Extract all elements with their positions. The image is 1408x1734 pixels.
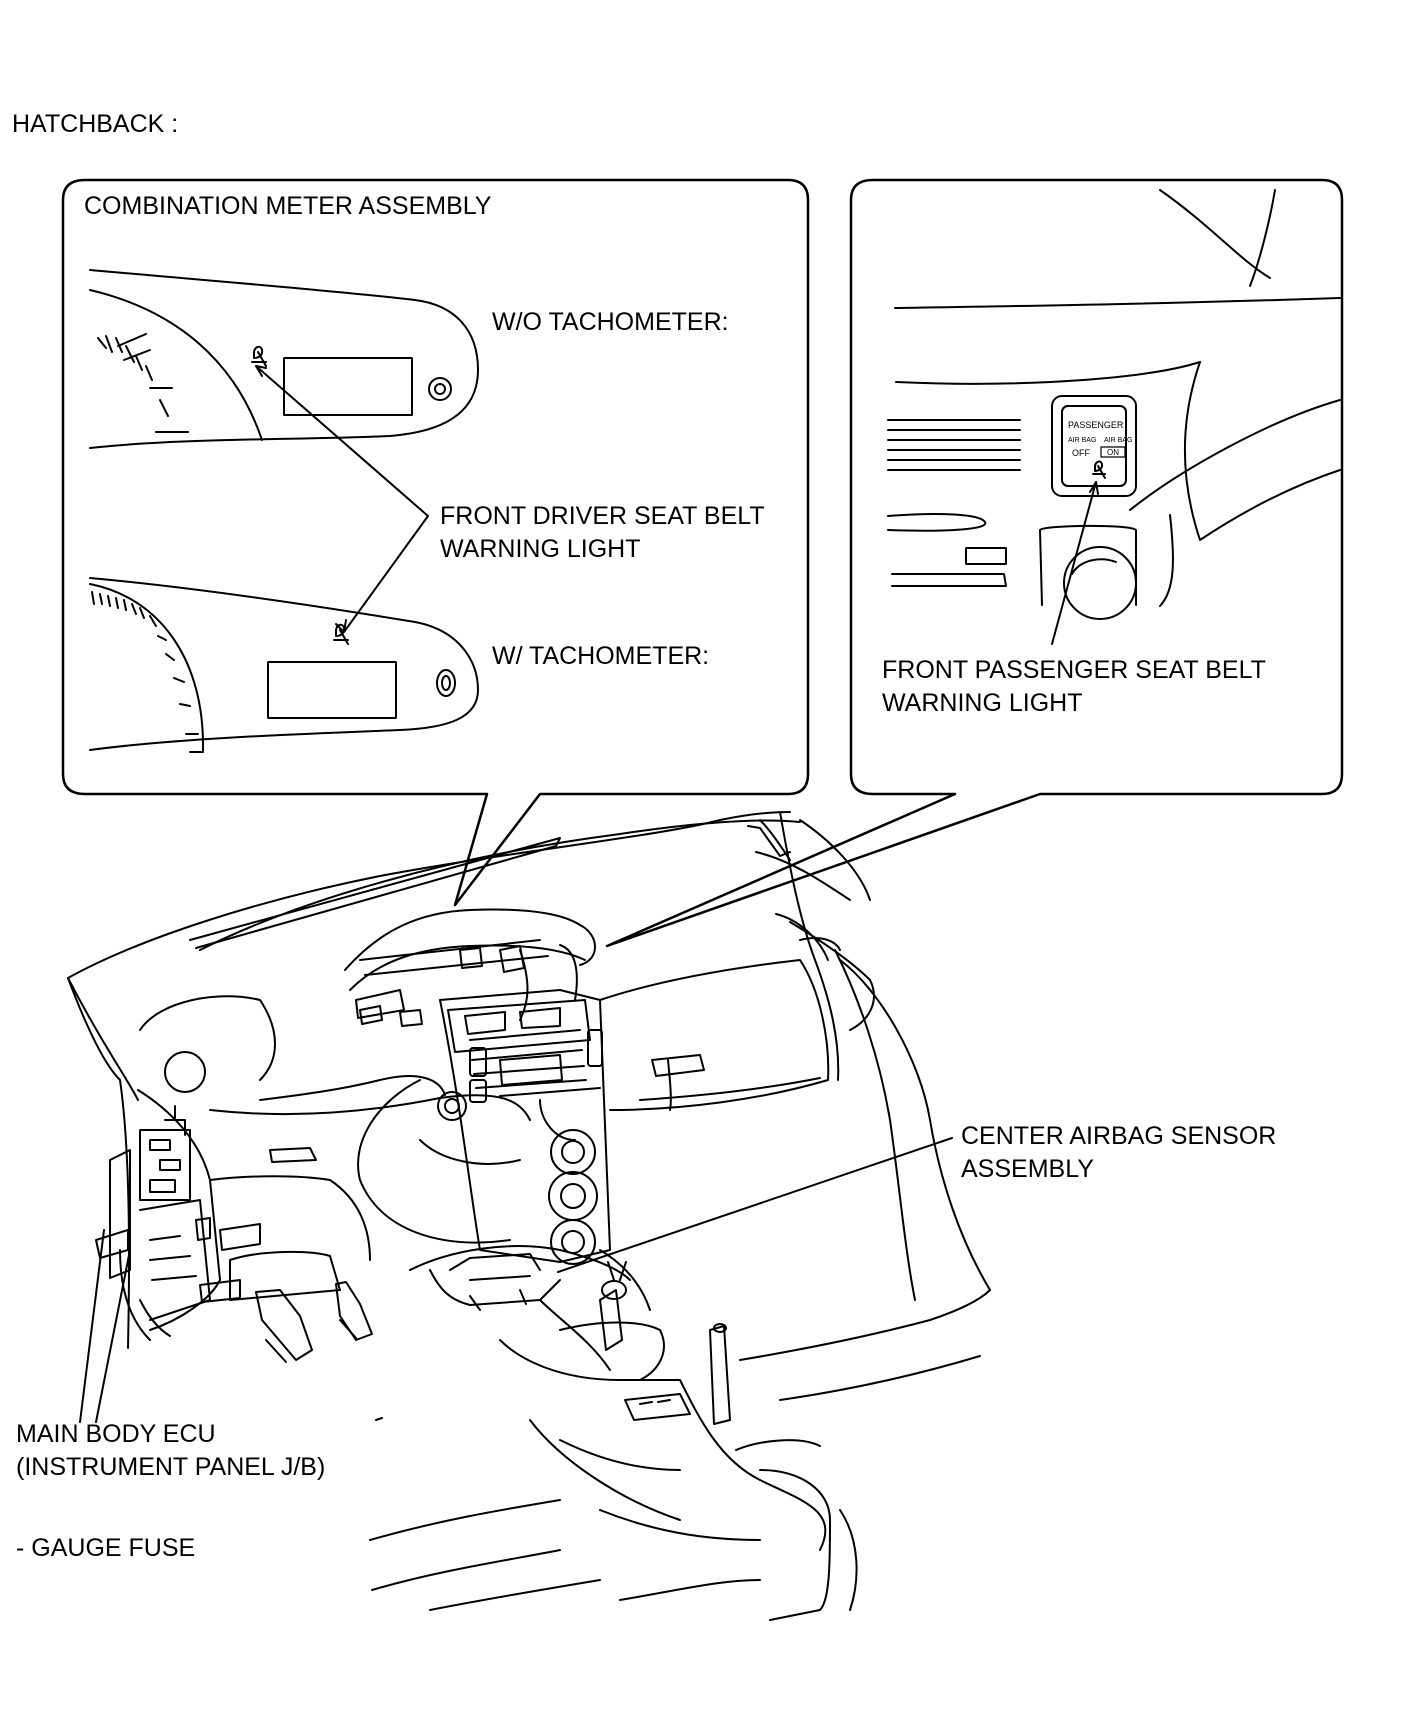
driver-warning-light-leader: [256, 366, 428, 632]
seat-belt-warning-icon-upper: [252, 347, 266, 366]
meter-knob: [437, 670, 455, 696]
airbag-on-line2: ON: [1107, 448, 1119, 457]
wo-tachometer-label: W/O TACHOMETER:: [492, 308, 729, 336]
ecu-leader-2: [96, 1250, 130, 1422]
passenger-airbag-indicator: [1052, 396, 1136, 496]
combination-meter-title: COMBINATION METER ASSEMBLY: [84, 192, 492, 220]
passenger-warning-light-label-line1: FRONT PASSENGER SEAT BELT: [882, 656, 1266, 684]
airbag-sensor-leader: [558, 1138, 952, 1272]
ecu-label-line1: MAIN BODY ECU: [16, 1420, 216, 1448]
passenger-warning-light-label-line2: WARNING LIGHT: [882, 689, 1083, 717]
meter-knob: [429, 378, 451, 400]
w-tachometer-label: W/ TACHOMETER:: [492, 642, 710, 670]
meter-display-window: [284, 358, 412, 415]
passenger-panel-heading: PASSENGER: [1068, 420, 1124, 430]
page-title: HATCHBACK :: [12, 110, 179, 138]
driver-warning-light-label-line2: WARNING LIGHT: [440, 535, 641, 563]
combination-meter-callout-box: [63, 180, 808, 905]
passenger-warning-light-leader: [1052, 482, 1096, 644]
meter-display-window: [268, 662, 396, 718]
airbag-sensor-label-line1: CENTER AIRBAG SENSOR: [961, 1122, 1277, 1150]
passenger-light-callout-box: [607, 180, 1342, 946]
gauge-fuse-label: - GAUGE FUSE: [16, 1534, 196, 1562]
meter-with-tachometer: [90, 578, 478, 752]
airbag-sensor-label-line2: ASSEMBLY: [961, 1155, 1094, 1183]
airbag-off-line2: OFF: [1072, 448, 1090, 458]
passenger-panel-illustration: [888, 190, 1340, 619]
airbag-off-line1: AIR BAG: [1068, 437, 1097, 444]
airbag-on-indicator-box: [1101, 447, 1125, 457]
vehicle-interior-illustration: [68, 812, 990, 1620]
meter-without-tachometer: [90, 270, 478, 448]
seat-belt-warning-icon-passenger: [1093, 462, 1105, 478]
ecu-label-line2: (INSTRUMENT PANEL J/B): [16, 1453, 326, 1481]
airbag-on-line1: AIR BAG: [1104, 437, 1133, 444]
driver-warning-light-label-line1: FRONT DRIVER SEAT BELT: [440, 502, 765, 530]
ecu-leader-1: [80, 1230, 104, 1422]
